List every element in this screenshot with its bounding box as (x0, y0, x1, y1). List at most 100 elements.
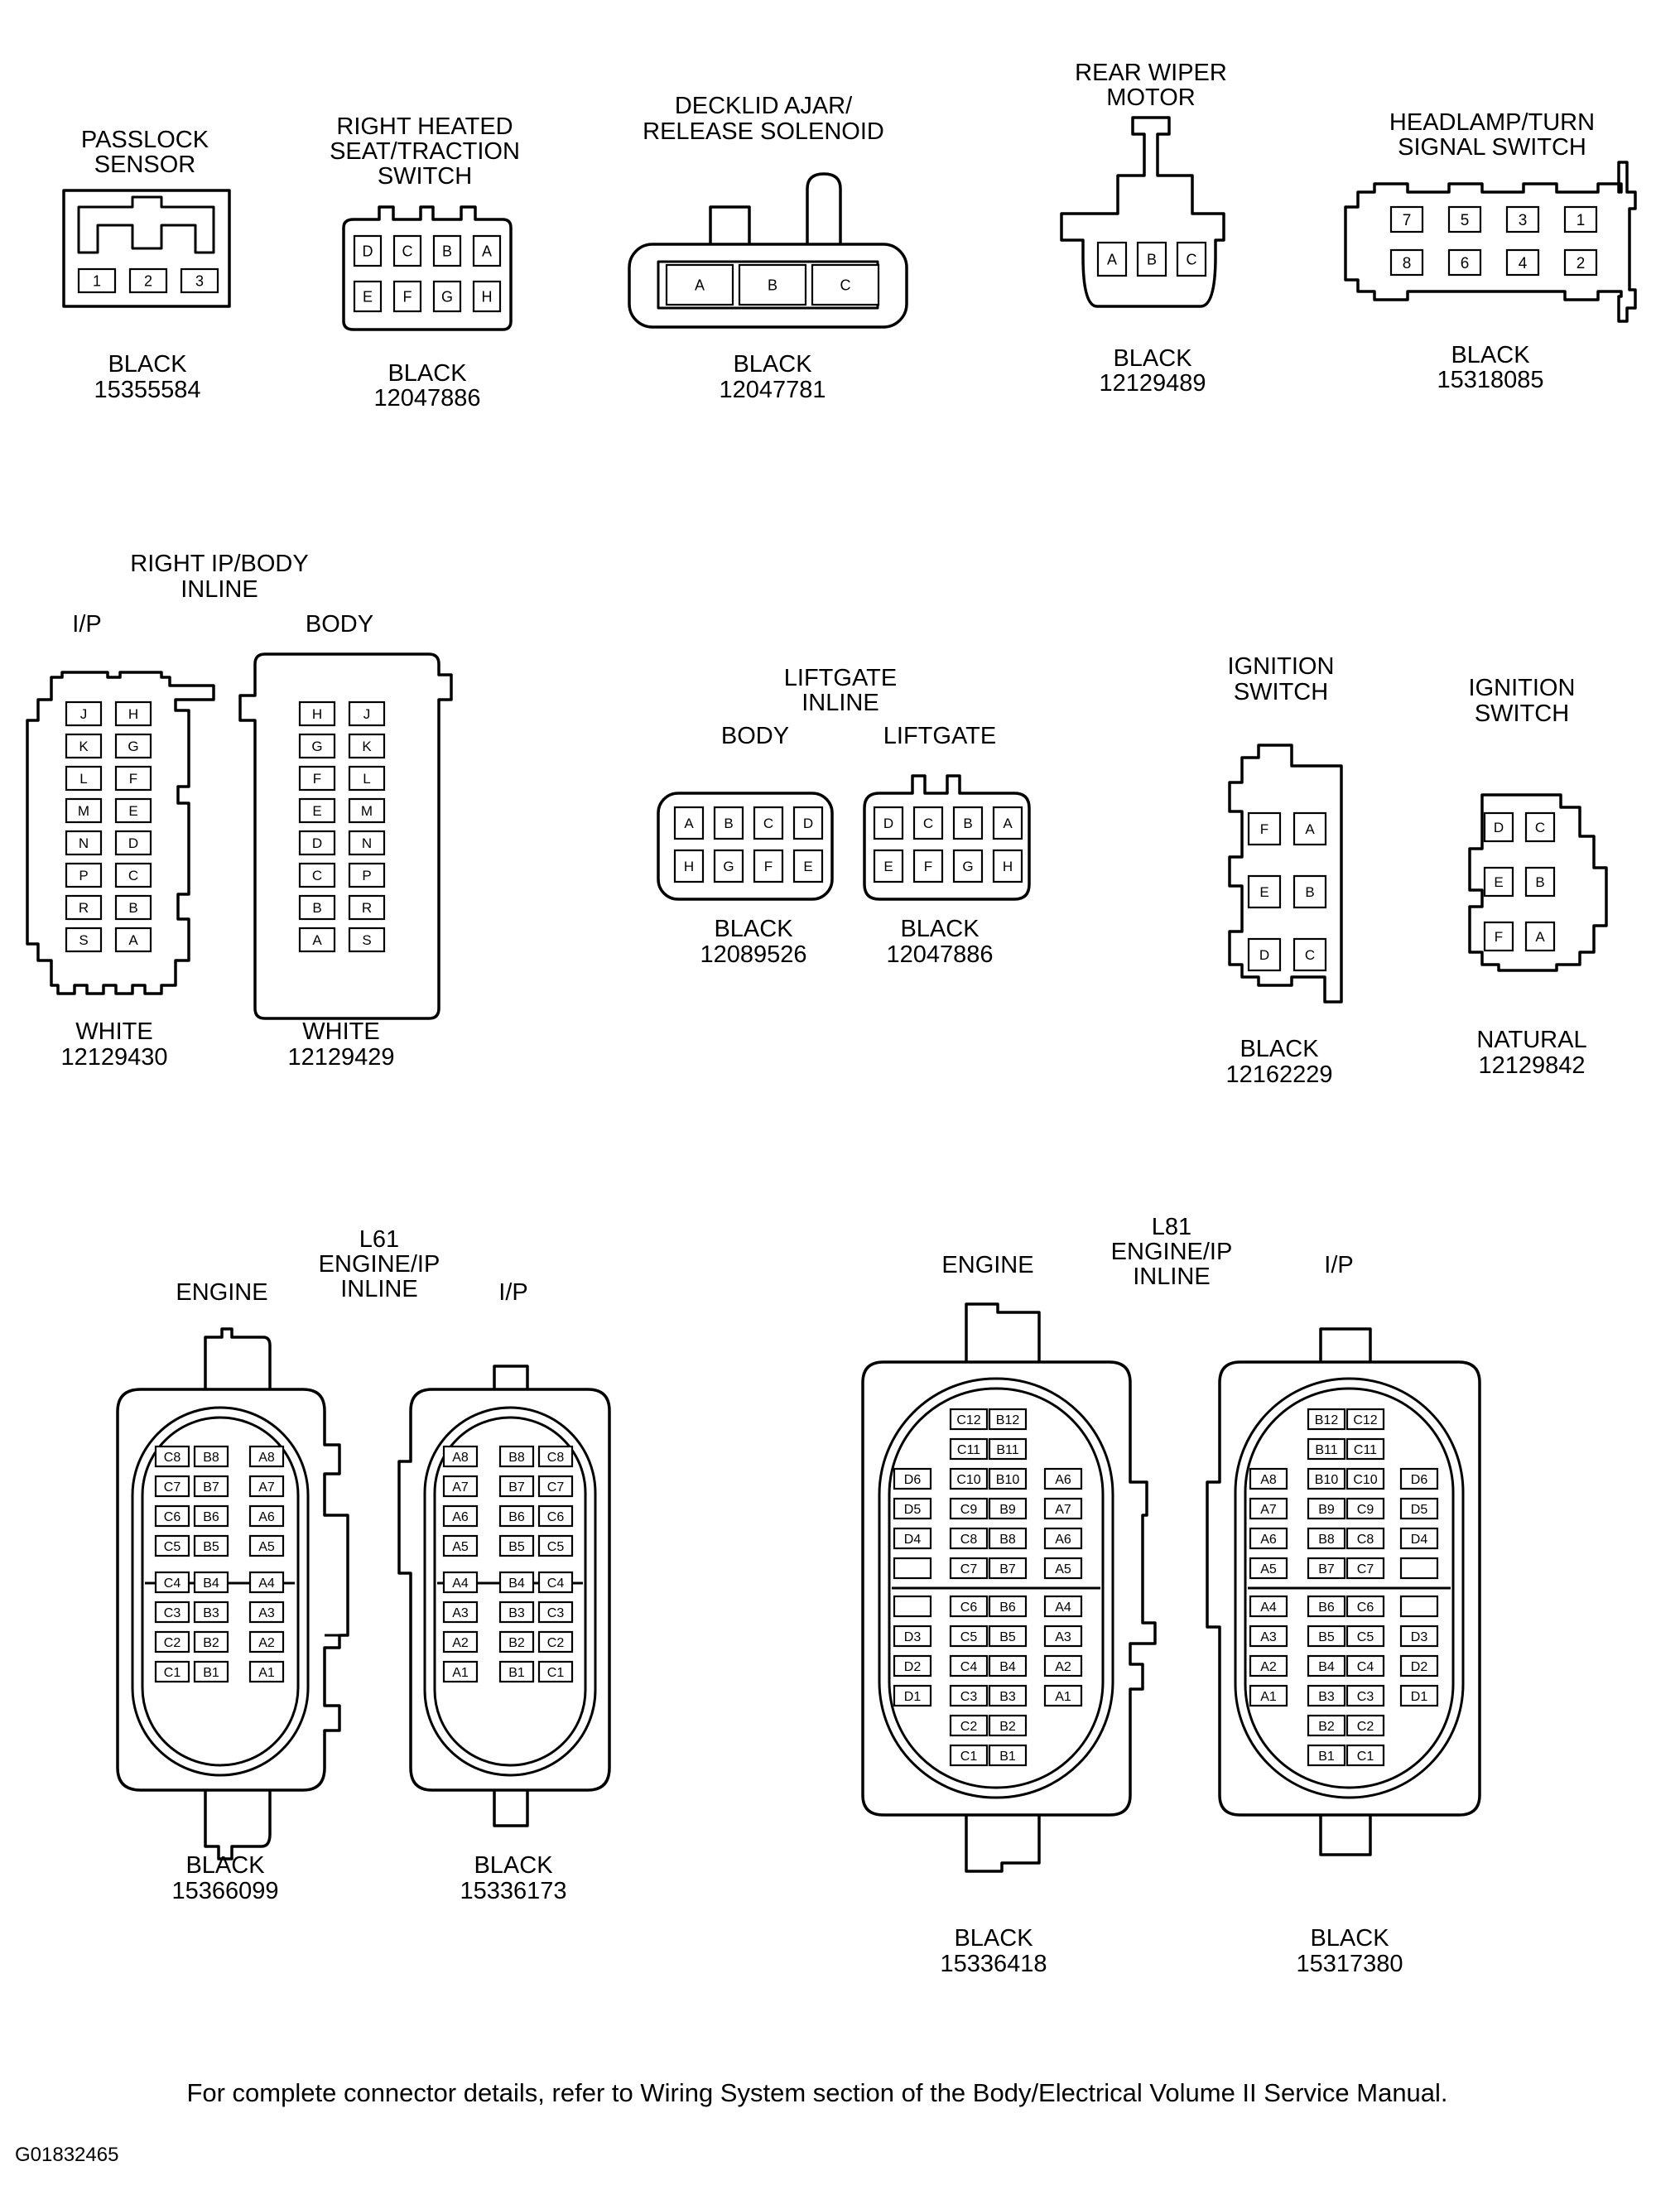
pin-cavity (1249, 1654, 1288, 1678)
pin-cavity (893, 1595, 932, 1618)
pin-cavity (988, 1744, 1028, 1767)
pin-cavity (65, 765, 103, 792)
pin-cavity (1505, 205, 1540, 233)
ign1-housing (1228, 744, 1343, 1004)
pin-cavity (1249, 1557, 1288, 1580)
pin-label: B (963, 816, 972, 831)
pin-label: A7 (1260, 1503, 1277, 1517)
ign2-title-2: SWITCH (1475, 700, 1569, 727)
pin-label: B8 (203, 1451, 219, 1465)
pin-label: S (79, 932, 88, 948)
pin-cavity (1307, 1497, 1346, 1520)
pin-label: B (768, 277, 777, 293)
pin-label: B1 (999, 1750, 1016, 1764)
pin-cavity (114, 830, 152, 856)
pin-cavity (1399, 1527, 1439, 1550)
pin-label: B6 (203, 1510, 219, 1524)
pin-cavity (811, 263, 880, 306)
pin-cavity (472, 234, 502, 267)
pin-cavity (348, 830, 386, 856)
pin-cavity (248, 1630, 285, 1653)
pin-label: C1 (164, 1666, 181, 1680)
pin-cavity (442, 1445, 479, 1468)
pin-label: A1 (258, 1666, 275, 1680)
pin-cavity (498, 1601, 535, 1624)
heated-seat-color: BLACK (388, 360, 467, 387)
pin-cavity (1043, 1467, 1083, 1490)
pin-cavity (1043, 1654, 1083, 1678)
liftgate-liftgate-housing (863, 774, 1031, 901)
liftgate-title-2: INLINE (801, 690, 879, 716)
pin-cavity (893, 1527, 932, 1550)
pin-label: B12 (1315, 1413, 1339, 1427)
pin-label: K (79, 739, 89, 754)
pin-label: C6 (1357, 1601, 1374, 1615)
pin-cavity (893, 1497, 932, 1520)
ip-body-body-part: 12129429 (287, 1044, 394, 1071)
pin-label: C6 (164, 1510, 181, 1524)
l61-engine-part: 15366099 (171, 1878, 278, 1904)
pin-label: B (1147, 251, 1157, 267)
pin-label: P (79, 868, 88, 883)
pin-label: C1 (1357, 1750, 1374, 1764)
pin-label: B5 (203, 1540, 219, 1554)
pin-cavity (1399, 1557, 1439, 1580)
pin-label: C4 (164, 1576, 181, 1591)
figure-code: G01832465 (15, 2144, 118, 2166)
liftgate-title-1: LIFTGATE (784, 665, 897, 691)
pin-cavity (1345, 1497, 1385, 1520)
l61-engine-seal (131, 1406, 310, 1777)
pin-cavity (248, 1534, 285, 1557)
pin-cavity (949, 1527, 989, 1550)
rear-wiper-title-2: MOTOR (1106, 84, 1195, 111)
pin-cavity (65, 894, 103, 921)
pin-label: E (363, 288, 373, 305)
pin-label: M (78, 803, 89, 819)
pin-cavity (1389, 248, 1424, 277)
pin-cavity (65, 830, 103, 856)
pin-cavity (988, 1684, 1028, 1707)
pin-cavity (537, 1660, 574, 1683)
l81-ip-bottom-tab (1319, 1813, 1372, 1856)
pin-label: B4 (508, 1576, 525, 1591)
pin-cavity (1307, 1527, 1346, 1550)
pin-cavity (1345, 1744, 1385, 1767)
pin-label: F (1260, 821, 1268, 837)
pin-label: N (79, 835, 89, 851)
l61-engine-seal-inner (141, 1416, 300, 1767)
pin-cavity (353, 280, 383, 313)
ip-body-title-2: INLINE (181, 576, 258, 603)
pin-cavity (442, 1571, 479, 1594)
pin-cavity (988, 1714, 1028, 1737)
pin-label: E (1494, 874, 1503, 890)
pin-label: A2 (1055, 1660, 1071, 1674)
pin-cavity (1345, 1527, 1385, 1550)
pin-label: A6 (1055, 1533, 1071, 1547)
pin-label: L (363, 771, 370, 787)
pin-cavity (1292, 937, 1327, 972)
pin-cavity (912, 806, 944, 840)
pin-cavity (753, 806, 784, 840)
pin-label: B1 (508, 1666, 525, 1680)
pin-cavity (65, 700, 103, 727)
pin-label: 8 (1403, 255, 1412, 272)
pin-cavity (248, 1504, 285, 1528)
pin-cavity (1524, 866, 1556, 898)
l81-ip-top-tab (1319, 1327, 1372, 1366)
pin-label: A2 (452, 1636, 469, 1650)
pin-label: C7 (1357, 1562, 1374, 1576)
l61-ip-part: 15336173 (460, 1878, 566, 1904)
pin-cavity (537, 1445, 574, 1468)
headlamp-part: 15318085 (1437, 367, 1543, 393)
rear-wiper-color: BLACK (1113, 345, 1192, 372)
pin-label: A8 (452, 1451, 469, 1465)
l61-ip-body (397, 1365, 611, 1827)
pin-cavity (1249, 1527, 1288, 1550)
pin-label: B7 (203, 1480, 219, 1495)
